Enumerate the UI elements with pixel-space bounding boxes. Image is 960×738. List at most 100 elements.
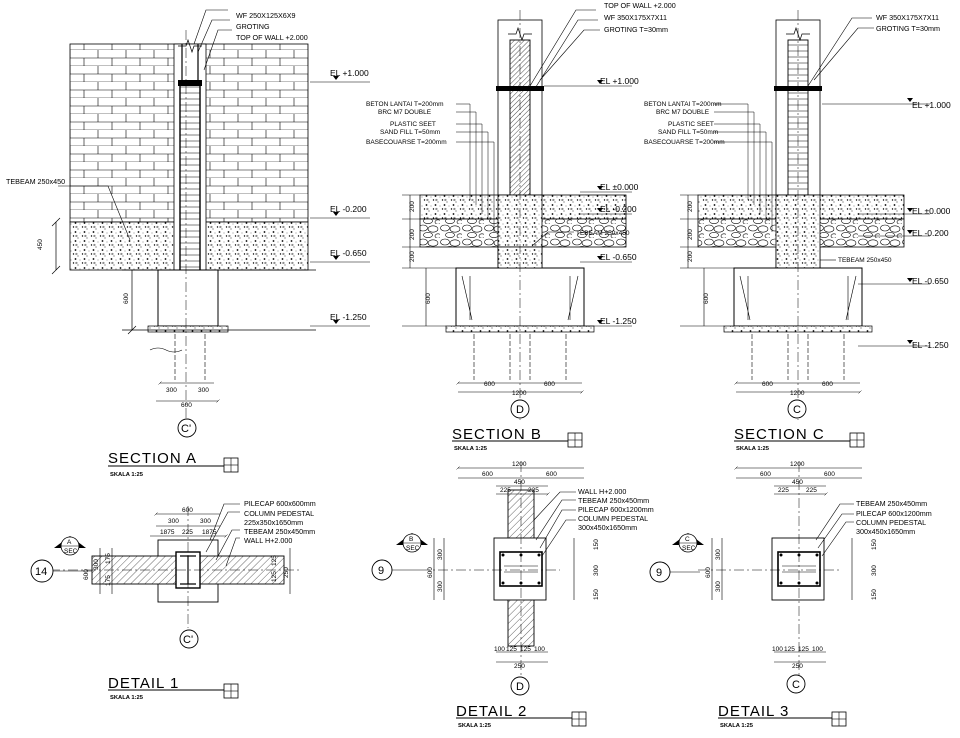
- section-a-level-3: EL -0.650: [330, 248, 367, 258]
- detail-1-title: DETAIL 1: [108, 675, 179, 692]
- detail-3-dim-bottom-2: 125: [784, 646, 795, 653]
- detail-3-dim-top-6: 225: [806, 487, 817, 494]
- detail-3-scale: SKALA 1:25: [720, 723, 754, 729]
- section-b-layer-4: SAND FILL T=50mm: [380, 129, 440, 136]
- detail-2-dim-side-1: 300: [437, 549, 444, 560]
- section-c-level-2: EL ±0.000: [912, 206, 951, 216]
- section-c-level-1: EL +1.000: [912, 100, 951, 110]
- detail-1: [30, 503, 300, 649]
- detail-2-marker-sec: SEC: [406, 545, 420, 552]
- detail-3-dim-top-2: 600: [760, 471, 771, 478]
- detail-3-dim-top-1: 1200: [790, 461, 805, 468]
- section-a-level-2: EL -0.200: [330, 204, 367, 214]
- detail-3-dim-bottom-3: 125: [798, 646, 809, 653]
- detail-1-dim-side-1: 300: [93, 559, 100, 570]
- detail-2-dim-bottom-5: 250: [514, 663, 525, 670]
- detail-3: [649, 462, 862, 694]
- detail-3-note-3: COLUMN PEDESTAL: [856, 518, 926, 527]
- section-b-title: SECTION B: [452, 426, 542, 443]
- section-c-dim-1: 200: [687, 201, 694, 212]
- detail-3-grid-label: C: [792, 679, 800, 691]
- detail-1-dim-top-3: 300: [200, 518, 211, 525]
- detail-2-dim-top-1: 1200: [512, 461, 527, 468]
- section-a-dim-450: 450: [37, 239, 44, 250]
- detail-1-dim-side-3: 175: [105, 575, 112, 586]
- detail-3-note-2: PILECAP 600x1200mm: [856, 509, 932, 518]
- section-b-tebeam-label: TEBEAM 250x450: [576, 230, 630, 237]
- section-c-level-4: EL -0.650: [912, 276, 949, 286]
- section-b-dim-2: 200: [409, 229, 416, 240]
- detail-1-marker-sec: SEC: [64, 548, 78, 555]
- section-b-note-wf: WF 350X175X7X11: [604, 13, 667, 22]
- detail-2-grid-label: D: [516, 681, 524, 693]
- detail-1-dim-top-4: 1875: [160, 529, 175, 536]
- section-c: [680, 10, 930, 420]
- detail-1-dim-side-7: 600: [83, 569, 90, 580]
- section-c-dim-5: 600: [762, 381, 773, 388]
- detail-2-dim-bottom-4: 100: [534, 646, 545, 653]
- detail-2-dim-side-4: 150: [593, 539, 600, 550]
- detail-1-note-4: TEBEAM 250x450mm: [244, 527, 315, 536]
- detail-2-dim-side-2: 300: [437, 581, 444, 592]
- detail-2-dim-side-5: 300: [593, 565, 600, 576]
- detail-1-dim-top-1: 600: [182, 507, 193, 514]
- section-b-level-3: EL -0.200: [600, 204, 637, 214]
- section-a-tebeam-label: TEBEAM 250x450: [6, 177, 65, 186]
- section-b-level-5: EL -1.250: [600, 316, 637, 326]
- detail-3-dim-bottom-5: 250: [792, 663, 803, 670]
- section-b-layer-2: BRC M7 DOUBLE: [378, 109, 432, 116]
- section-b-dim-4: 600: [425, 293, 432, 304]
- section-b-level-1: EL +1.000: [600, 76, 639, 86]
- detail-1-note-3: 225x350x1650mm: [244, 518, 303, 527]
- grid-bubble-d-b: [510, 399, 530, 419]
- detail-2-dim-top-4: 450: [514, 479, 525, 486]
- detail-1-dim-top-2: 300: [168, 518, 179, 525]
- section-a-level-4: EL -1.250: [330, 312, 367, 322]
- section-b-layer-1: BETON LANTAI T=200mm: [366, 101, 443, 108]
- section-b-dim-1: 200: [409, 201, 416, 212]
- detail-1-note-1: PILECAP 600x600mm: [244, 499, 316, 508]
- section-b-grid-label: D: [516, 404, 524, 416]
- grid-bubble-c-d3: [786, 674, 806, 694]
- detail-3-dim-bottom-4: 100: [812, 646, 823, 653]
- detail-2-note-4: COLUMN PEDESTAL: [578, 514, 648, 523]
- detail-2-scale: SKALA 1:25: [458, 723, 492, 729]
- detail-3-dim-side-2: 300: [715, 581, 722, 592]
- section-a-title: SECTION A: [108, 450, 197, 467]
- section-b-dim-7: 1200: [512, 390, 527, 397]
- section-c-dim-3: 200: [687, 251, 694, 262]
- section-b-scale: SKALA 1:25: [454, 446, 488, 452]
- detail-2-note-5: 300x450x1650mm: [578, 523, 637, 532]
- detail-2-dim-top-3: 600: [546, 471, 557, 478]
- section-a-scale: SKALA 1:25: [110, 472, 144, 478]
- detail-3-title: DETAIL 3: [718, 703, 789, 720]
- section-c-level-3: EL -0.200: [912, 228, 949, 238]
- section-c-layer-4: SAND FILL T=50mm: [658, 129, 718, 136]
- section-c-layer-1: BETON LANTAI T=200mm: [644, 101, 721, 108]
- detail-1-dim-side-2: 175: [105, 553, 112, 564]
- detail-3-dim-side-5: 300: [871, 565, 878, 576]
- grid-bubble-c-c: [787, 399, 807, 419]
- grid-bubble-c-prime-a: [177, 418, 197, 438]
- section-b: [402, 9, 632, 420]
- section-c-layer-5: BASECOUARSE T=200mm: [644, 139, 725, 146]
- section-b-dim-5: 600: [484, 381, 495, 388]
- section-a-note-groting: GROTING: [236, 22, 270, 31]
- section-b-note-groting: GROTING T=30mm: [604, 25, 668, 34]
- section-c-tebeam-label: TEBEAM 250x450: [838, 257, 892, 264]
- detail-2-note-2: TEBEAM 250x450mm: [578, 496, 649, 505]
- detail-3-dim-side-1: 300: [715, 549, 722, 560]
- detail-2-dim-side-3: 600: [427, 567, 434, 578]
- grid-bubble-d-d2: [510, 676, 530, 696]
- detail-3-dim-side-4: 150: [871, 539, 878, 550]
- detail-2-dim-bottom-2: 125: [506, 646, 517, 653]
- detail-2-dim-bottom-1: 100: [494, 646, 505, 653]
- detail-1-note-5: WALL H+2.000: [244, 536, 292, 545]
- detail-2-dim-top-2: 600: [482, 471, 493, 478]
- detail-1-dim-side-6: 250: [283, 567, 290, 578]
- detail-3-marker-sec: SEC: [682, 545, 696, 552]
- section-b-layer-3: PLASTIC SEET: [390, 121, 436, 128]
- detail-2-dim-side-6: 150: [593, 589, 600, 600]
- detail-3-dim-bottom-1: 100: [772, 646, 783, 653]
